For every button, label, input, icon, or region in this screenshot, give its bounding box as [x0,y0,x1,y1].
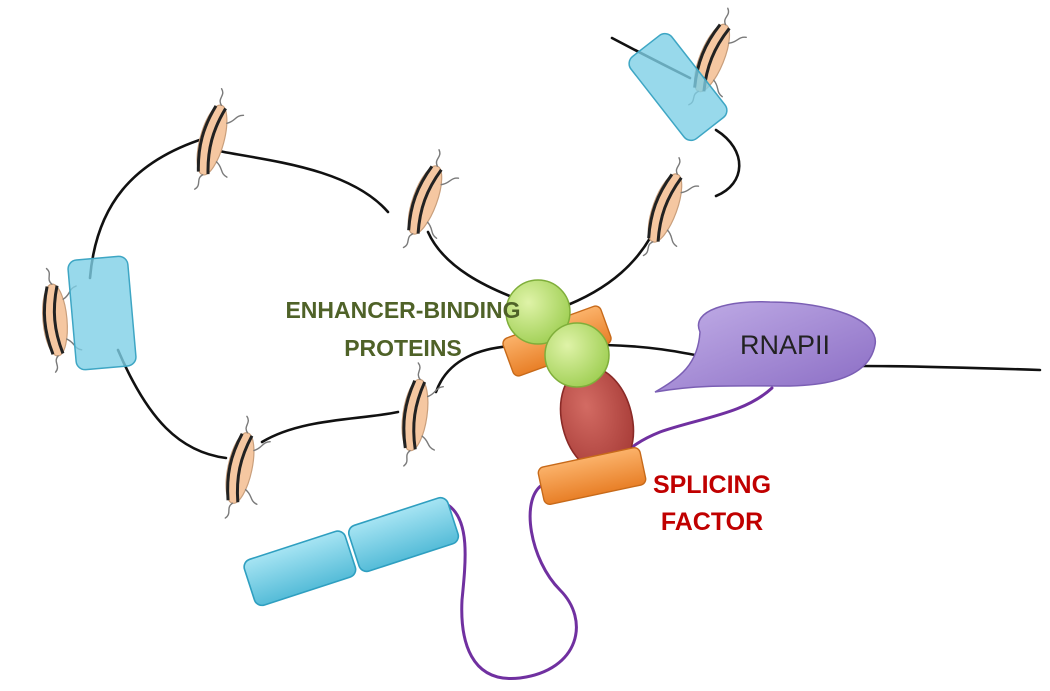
enhancer-protein-circle [505,279,571,345]
nucleosome-icon [224,415,271,519]
enhancer-label-line1: ENHANCER-BINDING [285,297,520,323]
nucleosome-icon [193,88,245,190]
nucleosome-icon [402,149,460,249]
rnapii-label: RNAPII [740,330,830,360]
enhancer-protein-circle [544,322,610,388]
nucleosome-icon [642,157,700,257]
nucleosome-icon [42,267,83,373]
cyan-block-icon [628,32,728,142]
exon-icon [243,496,460,607]
rnapii-complex [654,301,876,393]
adapter-block [537,447,647,505]
splicing-label-line2: FACTOR [661,508,763,536]
cyan-block-icon [67,255,137,371]
nucleosome-icon [401,362,444,467]
splicing-label-line1: SPLICING [653,471,771,499]
enhancer-complex [502,279,647,505]
enhancer-label-line2: PROTEINS [344,335,462,361]
